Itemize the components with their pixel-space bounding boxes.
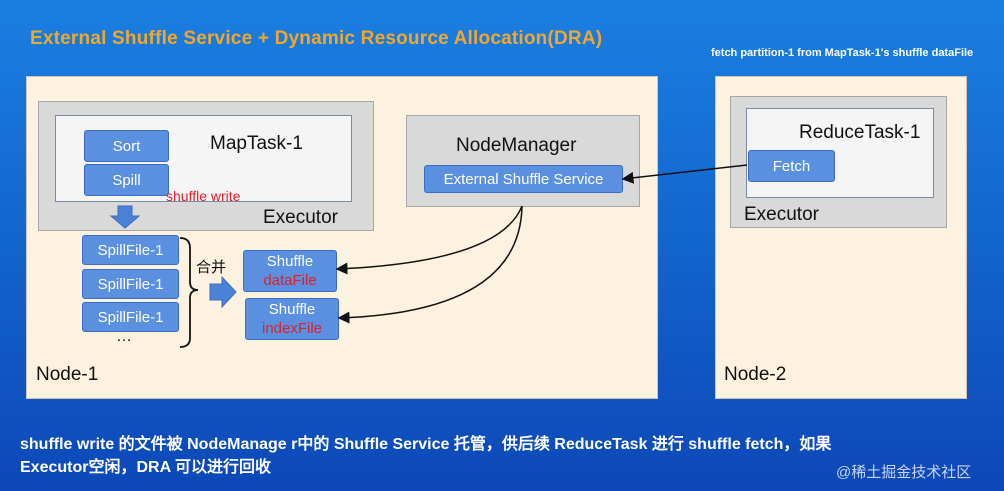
merge-label: 合并 bbox=[196, 259, 227, 276]
shuffle-data-file-title: Shuffle bbox=[266, 253, 314, 270]
shuffle-data-file[interactable]: Shuffle dataFile bbox=[243, 250, 337, 292]
spill-files-ellipsis: … bbox=[116, 328, 132, 345]
node-2-label: Node-2 bbox=[724, 364, 787, 385]
reducetask-label: ReduceTask-1 bbox=[799, 122, 921, 143]
executor-label-node-1: Executor bbox=[263, 207, 338, 228]
spill-file-3[interactable]: SpillFile-1 bbox=[82, 302, 179, 332]
shuffle-index-file-sub: indexFile bbox=[261, 320, 323, 337]
merge-brace bbox=[179, 237, 199, 348]
spill-file-1[interactable]: SpillFile-1 bbox=[82, 235, 179, 265]
shuffle-index-file-title: Shuffle bbox=[268, 301, 316, 318]
spill-file-2[interactable]: SpillFile-1 bbox=[82, 269, 179, 299]
fetch-to-ess-arrow bbox=[621, 164, 748, 184]
fetch-button[interactable]: Fetch bbox=[748, 150, 835, 182]
right-arrow-icon bbox=[209, 275, 237, 309]
shuffle-index-file[interactable]: Shuffle indexFile bbox=[245, 298, 339, 340]
footer-text: shuffle write 的文件被 NodeManage r中的 Shuffl… bbox=[20, 433, 980, 479]
nm-to-indexfile-arrow bbox=[337, 205, 523, 324]
footer-line-1: shuffle write 的文件被 NodeManage r中的 Shuffl… bbox=[20, 436, 832, 453]
executor-label-node-2: Executor bbox=[744, 204, 819, 225]
shuffle-data-file-sub: dataFile bbox=[263, 272, 317, 289]
down-arrow-icon bbox=[109, 205, 141, 229]
external-shuffle-service-button[interactable]: External Shuffle Service bbox=[424, 165, 623, 193]
maptask-label: MapTask-1 bbox=[210, 133, 303, 154]
diagram-title: External Shuffle Service + Dynamic Resou… bbox=[30, 28, 603, 49]
watermark-text: @稀土掘金技术社区 bbox=[836, 464, 972, 481]
fetch-note: fetch partition-1 from MapTask-1's shuff… bbox=[711, 47, 974, 59]
nm-to-datafile-arrow bbox=[335, 205, 523, 275]
spill-button[interactable]: Spill bbox=[84, 164, 169, 196]
nodemanager-label: NodeManager bbox=[456, 135, 577, 156]
footer-line-2: Executor空闲，DRA 可以进行回收 bbox=[20, 459, 271, 476]
sort-button[interactable]: Sort bbox=[84, 130, 169, 162]
shuffle-write-label: shuffle write bbox=[166, 188, 241, 204]
node-1-label: Node-1 bbox=[36, 364, 99, 385]
